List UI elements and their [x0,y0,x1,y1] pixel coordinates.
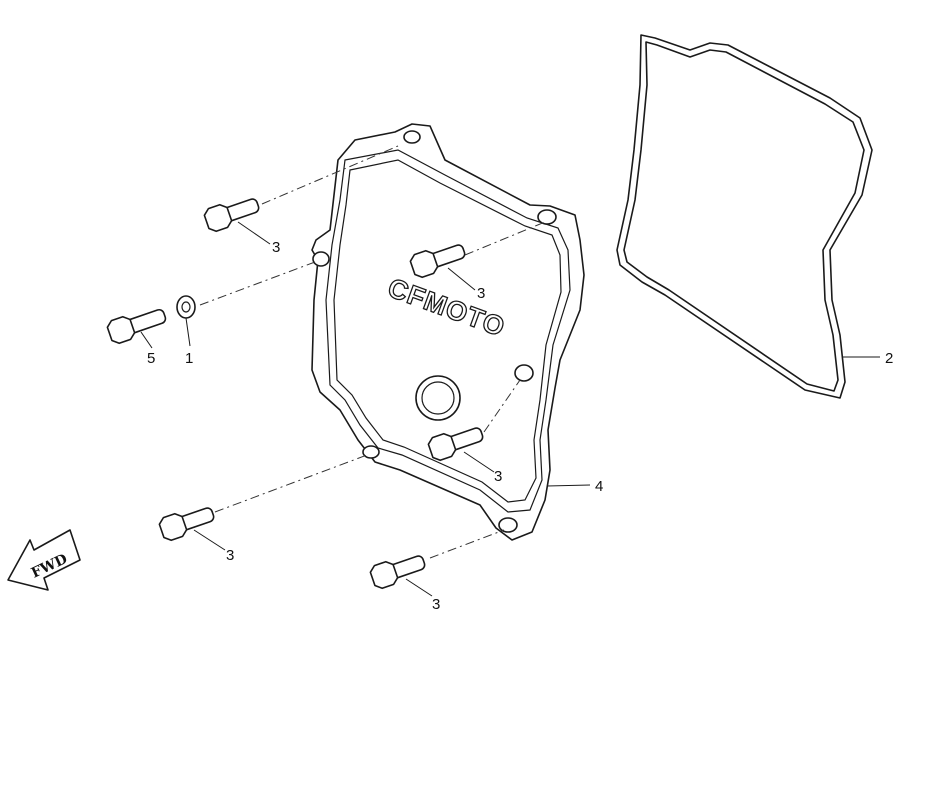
leader-lines [140,221,880,597]
bolt-upper-left [203,198,260,233]
washer [176,295,196,319]
callout-3-center-upper: 3 [477,285,485,302]
callout-3-lower-left: 3 [226,547,234,564]
bolt-center-lower [427,427,484,462]
callout-2: 2 [885,350,893,367]
bolt-long [106,308,167,345]
callout-3-center-lower: 3 [494,468,502,485]
alignment-lines [199,145,546,559]
fwd-arrow-icon: FWD [7,529,81,591]
callout-5: 5 [147,350,155,367]
callout-3-upper-left: 3 [272,239,280,256]
callout-3-bottom: 3 [432,596,440,613]
valve-cover: CFMOTO [311,123,585,541]
callout-1: 1 [185,350,193,367]
gasket [616,34,873,399]
bolt-lower-left [158,507,215,542]
bolt-center-upper [409,244,466,279]
bolt-bottom [369,555,426,590]
callout-4: 4 [595,478,603,495]
